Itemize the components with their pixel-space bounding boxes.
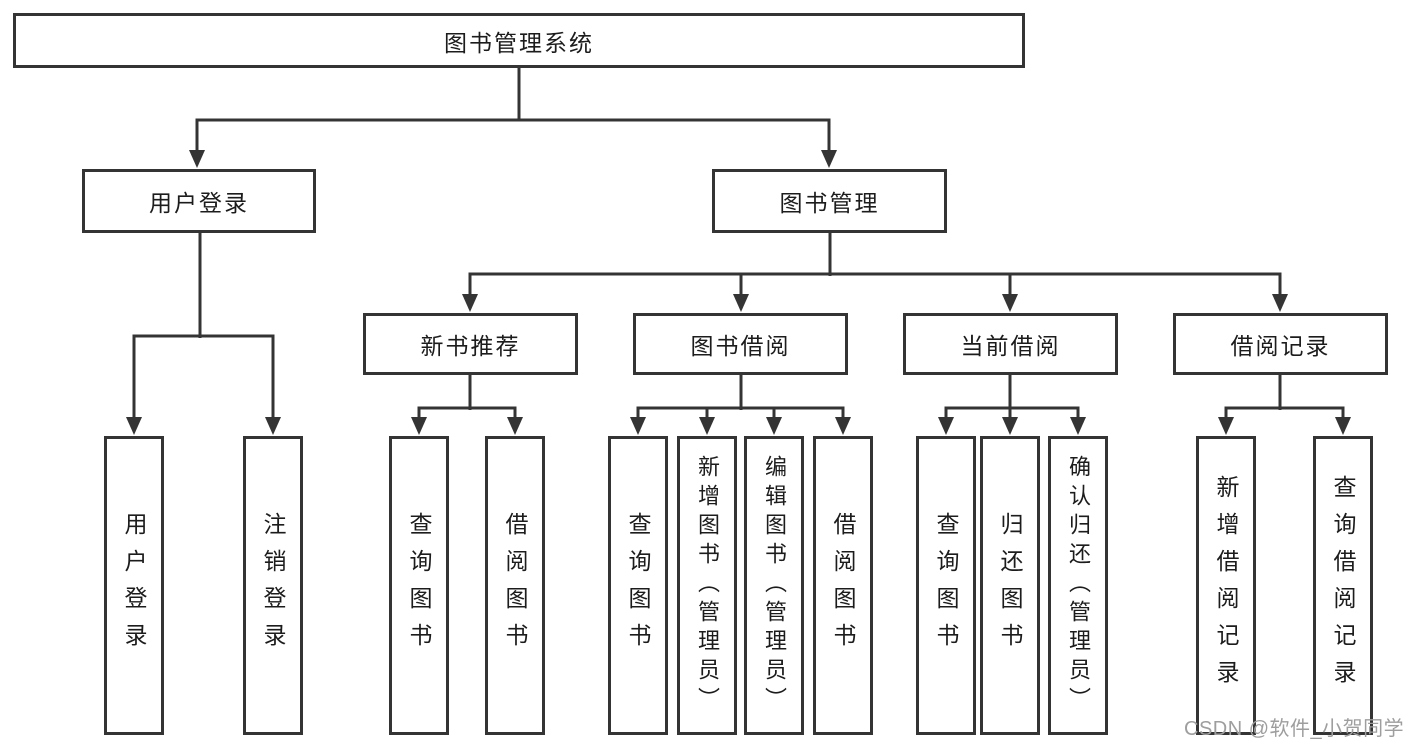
connector-segments [132,67,1345,420]
leaf-current-confirm-return-admin: 确认归还（管理员） [1048,436,1108,735]
leaf-newrec-borrow-books: 借阅图书 [485,436,545,735]
leaf-current-return-books: 归还图书 [980,436,1040,735]
leaf-borrow-query-books: 查询图书 [608,436,668,735]
leaf-records-add-record: 新增借阅记录 [1196,436,1256,735]
node-library-system: 图书管理系统 [13,13,1025,68]
watermark: CSDN @软件_小贺同学 [1184,718,1405,740]
node-user-login: 用户登录 [82,169,316,233]
leaf-current-query-books: 查询图书 [916,436,976,735]
leaf-records-query-record: 查询借阅记录 [1313,436,1373,735]
leaf-borrow-add-books-admin: 新增图书（管理员） [677,436,737,735]
node-book-borrow: 图书借阅 [633,313,848,375]
leaf-borrow-edit-books-admin: 编辑图书（管理员） [744,436,804,735]
node-new-book-recommend: 新书推荐 [363,313,578,375]
leaf-newrec-query-books: 查询图书 [389,436,449,735]
leaf-user-login: 用户登录 [104,436,164,735]
leaf-logout: 注销登录 [243,436,303,735]
connector-arrows [126,150,1351,435]
leaf-borrow-borrow-books: 借阅图书 [813,436,873,735]
node-book-management: 图书管理 [712,169,947,233]
node-borrow-records: 借阅记录 [1173,313,1388,375]
node-current-borrow: 当前借阅 [903,313,1118,375]
